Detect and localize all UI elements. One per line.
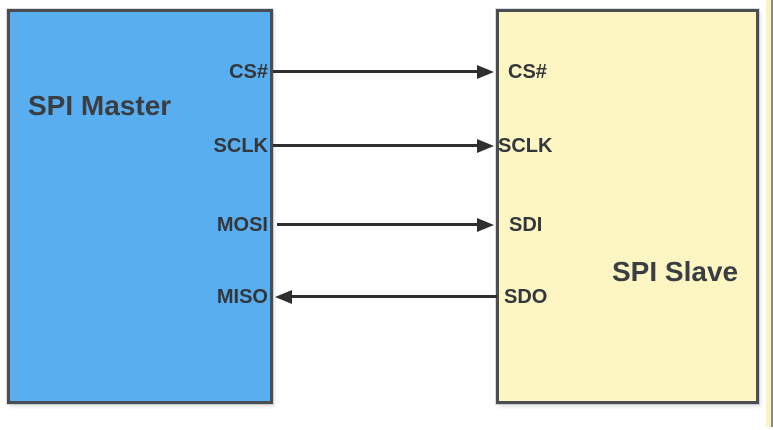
cs-arrowhead-right-icon <box>477 65 494 79</box>
slave-pin-sclk: SCLK <box>498 135 553 157</box>
spi-slave-box <box>496 9 759 404</box>
master-pin-mosi: MOSI <box>216 214 268 236</box>
slave-pin-cs: CS# <box>508 61 547 83</box>
spi-master-box <box>7 9 273 404</box>
spi-master-title: SPI Master <box>28 90 172 121</box>
sclk-wire <box>273 144 481 147</box>
sdo-miso-arrowhead-left-icon <box>275 290 292 304</box>
mosi-sdi-wire <box>277 223 481 226</box>
sdo-miso-wire <box>288 295 497 298</box>
right-edge-artifact <box>766 0 773 427</box>
master-pin-miso: MISO <box>216 286 268 308</box>
slave-pin-sdo: SDO <box>504 286 548 308</box>
cs-wire <box>273 70 481 73</box>
slave-pin-sdi: SDI <box>509 214 543 236</box>
mosi-sdi-arrowhead-right-icon <box>477 218 494 232</box>
master-pin-cs: CS# <box>229 61 268 83</box>
master-pin-sclk: SCLK <box>213 135 268 157</box>
spi-slave-title: SPI Slave <box>612 256 739 287</box>
sclk-arrowhead-right-icon <box>477 139 494 153</box>
